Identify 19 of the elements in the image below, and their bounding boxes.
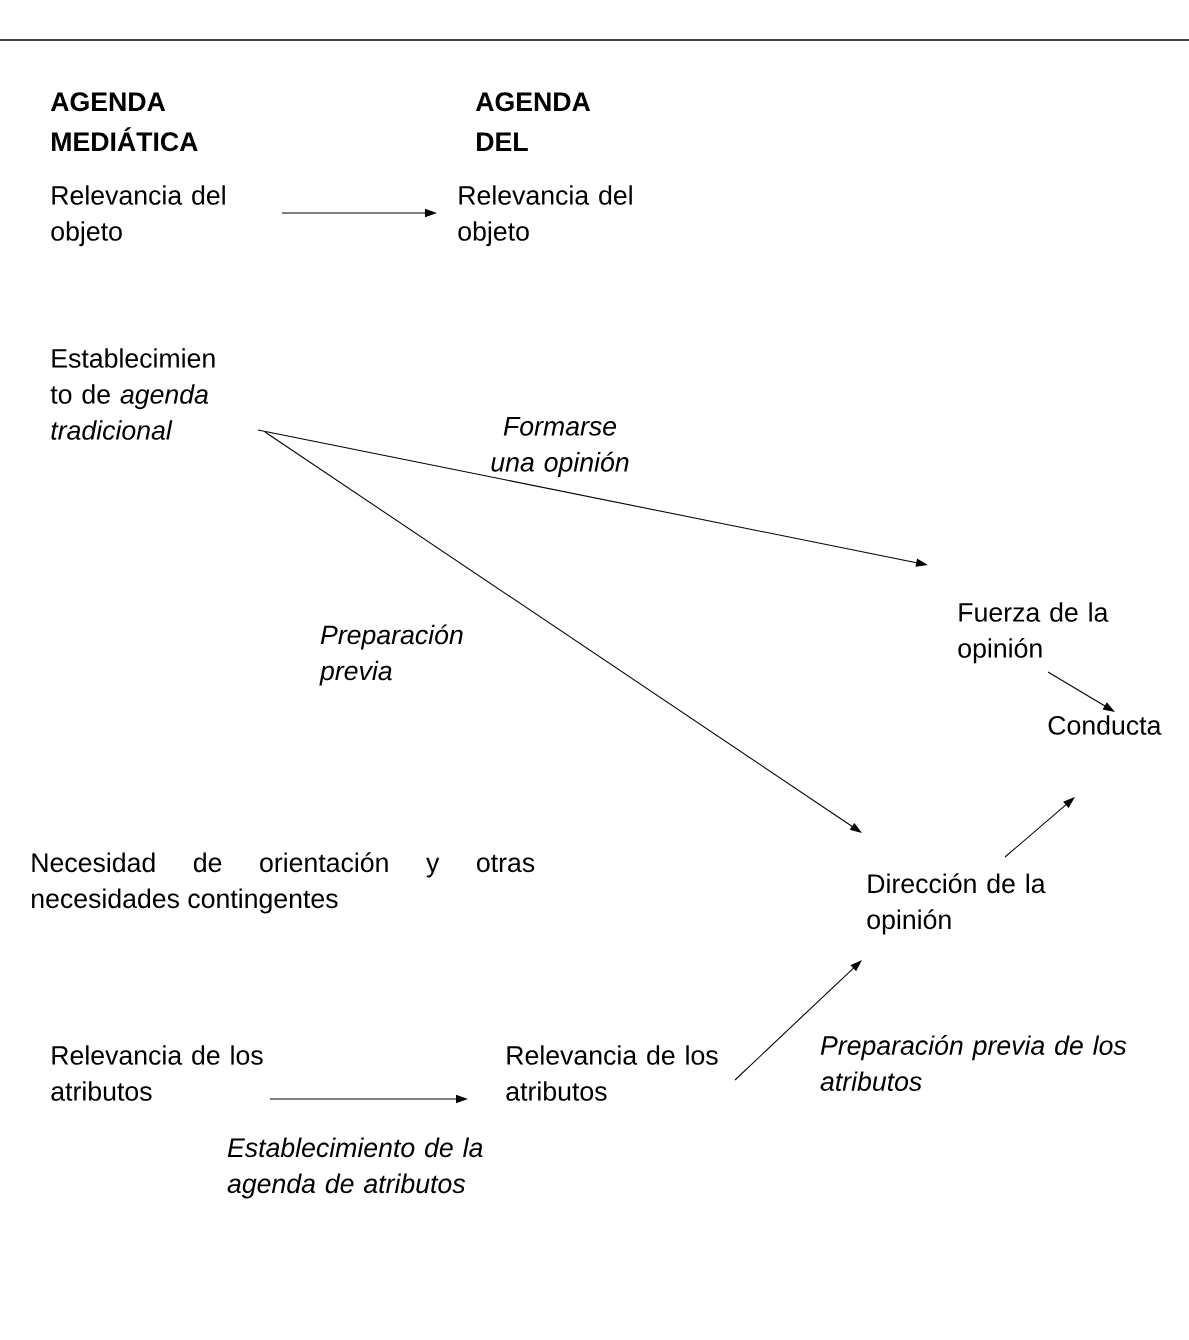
- edge-label: Preparación previa de los atributos: [820, 1035, 1127, 1091]
- node-text: Establecimien to de agenda tradicional: [50, 348, 215, 440]
- arrow: [264, 431, 862, 833]
- edge-label: Formarse una opinión: [491, 417, 629, 477]
- arrow: [1047, 671, 1115, 712]
- heading: AGENDA MEDIÁTICA: [50, 92, 198, 152]
- node-text: Dirección de la opinión: [867, 873, 1046, 935]
- node-text: Fuerza de la opinión: [958, 602, 1109, 664]
- note-text: Necesidad de orientación y otras necesidades contingentes: [32, 852, 535, 914]
- node-text: Relevancia del objeto: [458, 185, 632, 247]
- heading: AGENDA DEL: [475, 92, 591, 151]
- node-text: Conducta: [1048, 715, 1162, 735]
- node-text: Relevancia de los atributos: [51, 1045, 263, 1101]
- arrow: [1004, 797, 1075, 858]
- arrow: [734, 960, 862, 1081]
- node-text: Relevancia del objeto: [51, 185, 225, 247]
- node-text: Relevancia de los atributos: [506, 1045, 718, 1101]
- edge-label: Preparación previa: [319, 624, 463, 686]
- edge-label: Establecimiento de la agenda de atributos: [227, 1137, 483, 1199]
